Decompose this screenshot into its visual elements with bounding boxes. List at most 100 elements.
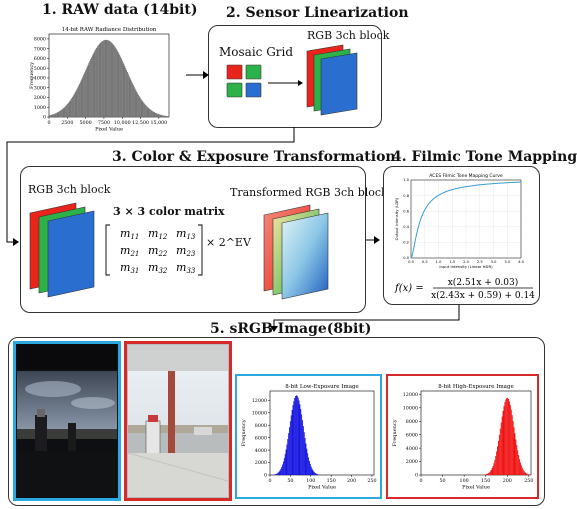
matrix-left-bracket <box>105 224 110 276</box>
histogram-bar <box>121 60 123 117</box>
y-tick-label: 8000 <box>255 423 267 429</box>
histogram-bar <box>54 113 55 117</box>
histogram-bar <box>66 104 67 117</box>
histogram-bar <box>55 112 57 117</box>
histogram-bar <box>142 101 144 117</box>
histogram-bar <box>112 43 114 117</box>
histogram-bar <box>488 472 490 475</box>
histogram-bar <box>106 39 108 118</box>
histogram-bar <box>105 39 107 117</box>
histogram-bar <box>94 50 96 117</box>
histogram-bar <box>78 85 79 117</box>
x-axis-label: Pixel Value <box>95 127 123 133</box>
histogram-bar <box>88 62 90 117</box>
histogram-bar <box>158 114 160 117</box>
y-axis-label: Frequency <box>241 419 247 446</box>
histogram-bar <box>520 462 521 475</box>
histogram-bar <box>296 395 297 475</box>
histogram-bar <box>290 415 292 475</box>
exposure-term: × 2^EV <box>206 236 251 249</box>
histogram-bar <box>151 110 153 117</box>
histogram-bar <box>67 103 68 117</box>
histogram-bar <box>487 473 488 475</box>
histogram-bar <box>164 115 166 117</box>
y-axis-label: Frequency <box>392 419 398 446</box>
y-tick-label: 10000 <box>252 410 267 416</box>
x-tick-label: 1.5 <box>449 260 455 264</box>
input-rgb-block <box>29 202 95 298</box>
histogram-bar <box>109 40 110 118</box>
histogram-bar <box>514 433 516 475</box>
histogram-bar <box>276 473 277 475</box>
histogram-bar <box>161 115 163 117</box>
histogram-bar <box>501 416 503 475</box>
histogram-bar <box>163 115 165 117</box>
histogram-bar <box>157 113 159 117</box>
matrix-entry: m13 <box>176 227 196 241</box>
y-tick-label: 6000 <box>255 435 267 441</box>
histogram-bar <box>307 453 309 475</box>
histogram-bar <box>492 466 494 475</box>
y-tick-label: 10000 <box>403 405 418 411</box>
step1-title: 1. RAW data (14bit) <box>42 2 198 18</box>
histogram-bar <box>135 90 137 117</box>
y-tick-label: 3000 <box>34 85 46 91</box>
histogram-bar <box>87 64 89 117</box>
histogram-bar <box>73 93 75 117</box>
histogram-bar <box>148 108 150 117</box>
histogram-bar <box>153 111 155 117</box>
histogram-bar <box>289 421 291 475</box>
histogram-bar <box>52 114 54 117</box>
x-axis-label: Input Intensity (Linear HDR) <box>439 264 493 269</box>
x-tick-label: 150 <box>481 478 490 484</box>
histogram-bar <box>517 450 519 475</box>
histogram-bar <box>149 108 151 117</box>
x-tick-label: 3.0 <box>491 260 497 264</box>
y-tick-label: 8000 <box>34 37 46 43</box>
histogram-bar <box>295 396 296 475</box>
histogram-bar <box>110 42 112 117</box>
y-tick-label: 12000 <box>403 392 418 398</box>
histogram-bar <box>527 474 529 475</box>
histogram-bar <box>91 57 92 117</box>
y-tick-label: 0.4 <box>403 225 409 229</box>
x-tick-label: 0.5 <box>422 260 428 264</box>
histogram-bar <box>98 44 100 117</box>
histogram-bar <box>119 55 121 117</box>
histogram-bar <box>69 100 71 117</box>
x-tick-label: 100 <box>460 478 469 484</box>
histogram-bar <box>131 81 133 117</box>
matrix-label: 3 × 3 color matrix <box>113 205 225 218</box>
matrix-entry: m12 <box>148 227 168 241</box>
histogram-bar <box>305 443 307 475</box>
histogram-bar <box>308 457 309 475</box>
histogram-bar <box>302 420 303 475</box>
histogram-bar <box>133 86 135 117</box>
histogram-bar <box>489 471 491 475</box>
histogram-bar <box>504 402 506 475</box>
histogram-bar <box>102 41 103 117</box>
x-tick-label: 4.0 <box>518 260 524 264</box>
histogram-bar <box>109 41 111 117</box>
x-tick-label: 2.0 <box>463 260 469 264</box>
matrix-entry: m11 <box>120 227 139 241</box>
histogram-bar <box>162 115 163 117</box>
histogram-bar <box>121 58 122 117</box>
histogram-bar <box>91 55 93 117</box>
histogram-bar <box>85 70 86 117</box>
histogram-bar <box>53 114 55 117</box>
y-tick-label: 4000 <box>255 448 267 454</box>
step3-title: 3. Color & Exposure Transformation <box>112 149 396 165</box>
histogram-bar <box>79 82 81 117</box>
histogram-bar <box>76 89 78 117</box>
histogram-bar <box>277 472 279 475</box>
histogram-bar <box>486 474 487 475</box>
histogram-bar <box>315 473 316 475</box>
histogram-bar <box>57 112 59 117</box>
histogram-bar <box>288 433 290 475</box>
histogram-bar <box>115 48 117 117</box>
x-tick-label: 200 <box>347 478 356 484</box>
y-tick-label: 6000 <box>34 56 46 62</box>
histogram-bar <box>82 76 84 117</box>
